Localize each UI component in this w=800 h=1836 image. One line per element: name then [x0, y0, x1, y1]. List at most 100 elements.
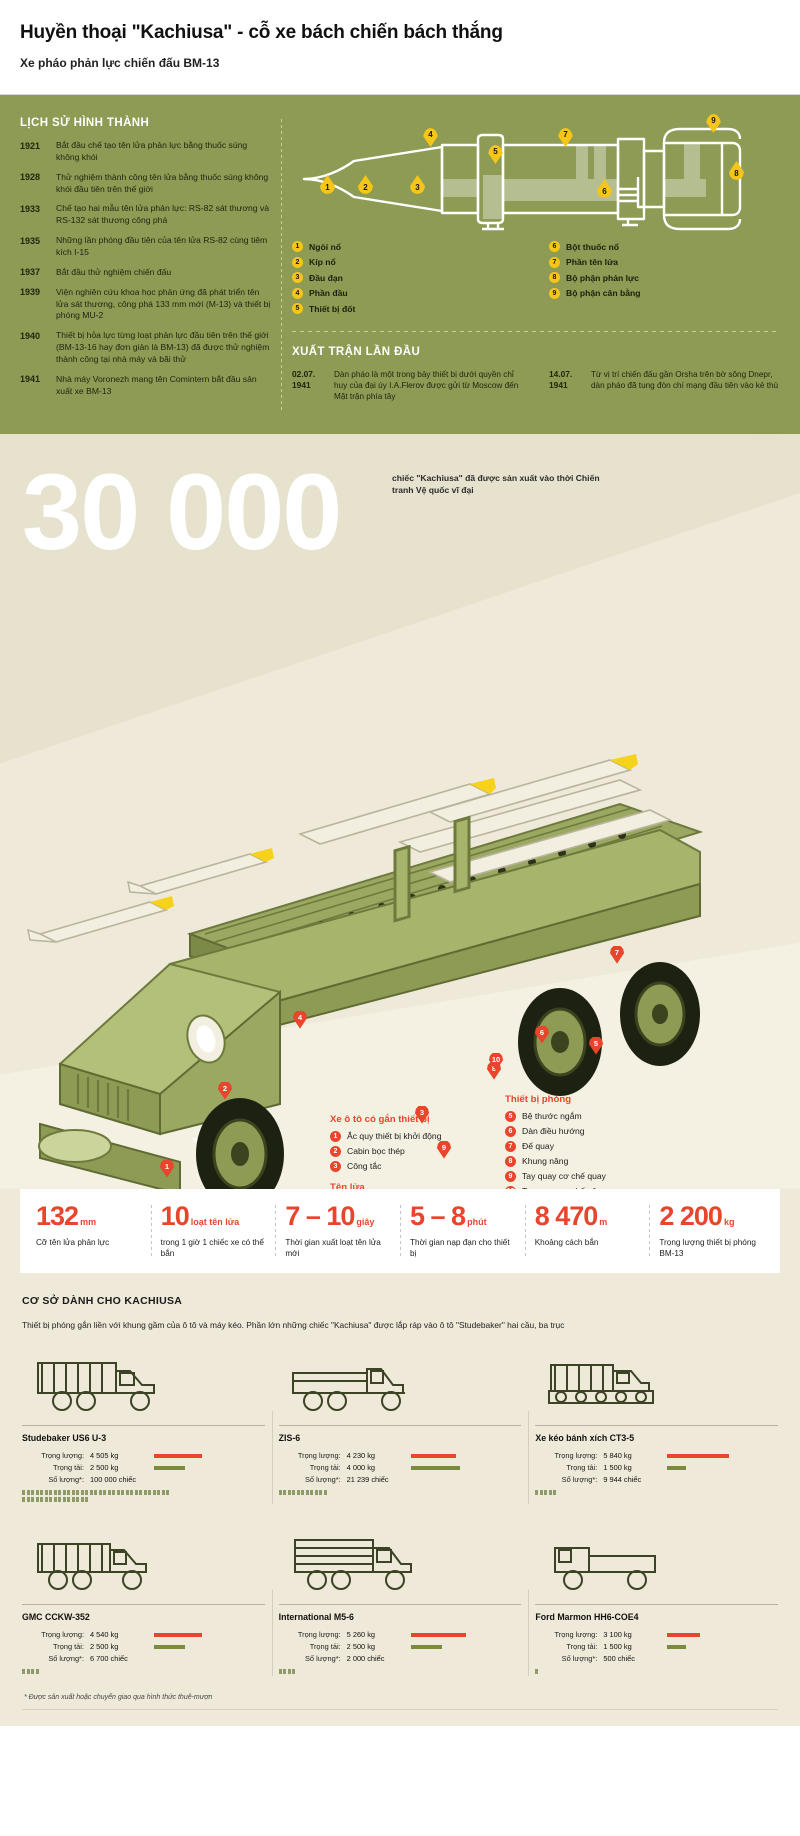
legend-label: Dàn điều hướng [522, 1126, 585, 1137]
row-label-weight: Trọng lượng: [41, 1630, 84, 1640]
count-dot [292, 1669, 296, 1675]
count-dot [94, 1490, 97, 1496]
payload-bar [667, 1644, 686, 1649]
stat-unit: kg [723, 1216, 735, 1227]
count-dot [143, 1490, 147, 1496]
count-dot [134, 1490, 138, 1496]
vehicle-art-gmc [37, 1543, 147, 1591]
vehicle-illustration [279, 1526, 522, 1596]
count-dots [22, 1669, 172, 1676]
legend-number: 5 [292, 303, 303, 314]
vehicle-payload: 1 500 kg [603, 1642, 632, 1652]
legend-label: Tay quay cơ chế nâng [522, 1186, 606, 1189]
row-label-payload: Trọng tải: [53, 1463, 84, 1473]
weight-bar [667, 1453, 730, 1458]
vehicle-stat-payload: Trọng tải: 1 500 kg [535, 1463, 778, 1472]
legend-label: Bột thuốc nổ [566, 241, 619, 252]
legend-number: 8 [505, 1155, 516, 1167]
count-dot [22, 1497, 25, 1503]
vehicle-count: 6 700 chiếc [90, 1654, 128, 1664]
first-battle-title: XUẤT TRẬN LẦN ĐẦU [292, 345, 421, 358]
history-year: 1940 [20, 330, 41, 341]
legend-label: Ngòi nổ [309, 241, 341, 252]
battle-date-year: 1941 [549, 379, 568, 390]
legend-number: 5 [505, 1110, 516, 1122]
base-section-intro: Thiết bị phóng gắn liền với khung gầm củ… [22, 1319, 565, 1330]
stat-value: 10 [160, 1200, 190, 1231]
vehicle-payload: 2 500 kg [90, 1463, 119, 1473]
vehicle-stat-count: Số lượng*: 100 000 chiếc [22, 1475, 265, 1484]
count-dot [103, 1490, 106, 1496]
legend-label: Phần đầu [309, 288, 348, 298]
stat-value: 8 470 [534, 1200, 599, 1231]
rocket-legend-item: 5 Thiết bị đốt [292, 303, 523, 314]
legend-number: 3 [292, 272, 303, 283]
legend-label: Ắc quy thiết bị khởi động [347, 1131, 442, 1142]
count-dot [85, 1497, 88, 1503]
launcher-illustration-section: 30 000 chiếc "Kachiusa" đã được sản xuất… [0, 433, 800, 1189]
legend-label: Thiết bị đốt [309, 303, 356, 314]
stat-description: Cỡ tên lửa phản lực [36, 1237, 110, 1247]
base-section-title: CƠ SỞ DÀNH CHO KACHIUSA [22, 1294, 183, 1307]
payload-bar [154, 1644, 185, 1649]
count-dot [310, 1490, 314, 1496]
vehicle-count: 2 000 chiếc [346, 1654, 385, 1664]
history-text: Thử nghiệm thành công tên lửa bằng thuốc… [56, 171, 269, 194]
page-subtitle: Xe pháo phản lực chiến đấu BM-13 [20, 56, 220, 70]
row-label-weight: Trọng lượng: [297, 1451, 341, 1461]
vehicle-stat-weight: Trọng lượng: 5 840 kg [535, 1451, 778, 1460]
count-dot [112, 1490, 115, 1496]
vehicle-stat-count: Số lượng*: 2 000 chiếc [279, 1654, 522, 1663]
legend-number: 1 [330, 1130, 341, 1142]
legend-number: 6 [505, 1125, 516, 1137]
legend-label: Bộ phận phản lực [566, 272, 640, 283]
legend-label: Tay quay cơ chế quay [522, 1171, 606, 1182]
footnote: * Được sản xuất hoặc chuyển giao qua hìn… [24, 1694, 213, 1702]
stat-unit: mm [80, 1216, 97, 1227]
vehicle-stat-weight: Trọng lượng: 5 260 kg [279, 1630, 522, 1639]
count-dot [35, 1490, 39, 1496]
count-dot [287, 1490, 291, 1496]
vehicle-stat-weight: Trọng lượng: 4 540 kg [22, 1630, 265, 1639]
vehicle-stat-payload: Trọng tải: 2 500 kg [279, 1642, 522, 1651]
count-dot [130, 1490, 133, 1496]
legend-label: Bộ phận cân bằng [566, 288, 641, 298]
vehicle-stat-payload: Trọng tải: 2 500 kg [22, 1463, 265, 1472]
vehicle-divider [22, 1425, 265, 1427]
bm13-truck-illustration [27, 753, 704, 1189]
count-dot [116, 1490, 120, 1496]
count-dot [161, 1490, 165, 1496]
bottom-divider [22, 1709, 778, 1711]
count-dot [89, 1490, 93, 1496]
vehicle-stat-weight: Trọng lượng: 4 230 kg [279, 1451, 522, 1460]
weight-bar [667, 1632, 701, 1637]
count-dot [58, 1497, 61, 1503]
vehicle-stat-count: Số lượng*: 500 chiếc [535, 1654, 778, 1663]
vehicle-weight: 4 540 kg [90, 1630, 119, 1640]
vehicle-name: GMC CCKW-352 [22, 1612, 90, 1623]
count-dot [22, 1669, 25, 1675]
row-label-count: Số lượng*: [48, 1475, 84, 1485]
legend-number: 1 [292, 241, 303, 252]
row-label-payload: Trọng tải: [566, 1463, 598, 1473]
count-dot [26, 1669, 30, 1675]
history-year: 1928 [20, 172, 41, 183]
truck-legend-title: Xe ô tô có gắn thiết bị [330, 1113, 430, 1125]
vehicle-payload: 2 500 kg [90, 1642, 119, 1652]
count-dot [35, 1669, 39, 1675]
vehicle-divider [278, 1425, 522, 1427]
